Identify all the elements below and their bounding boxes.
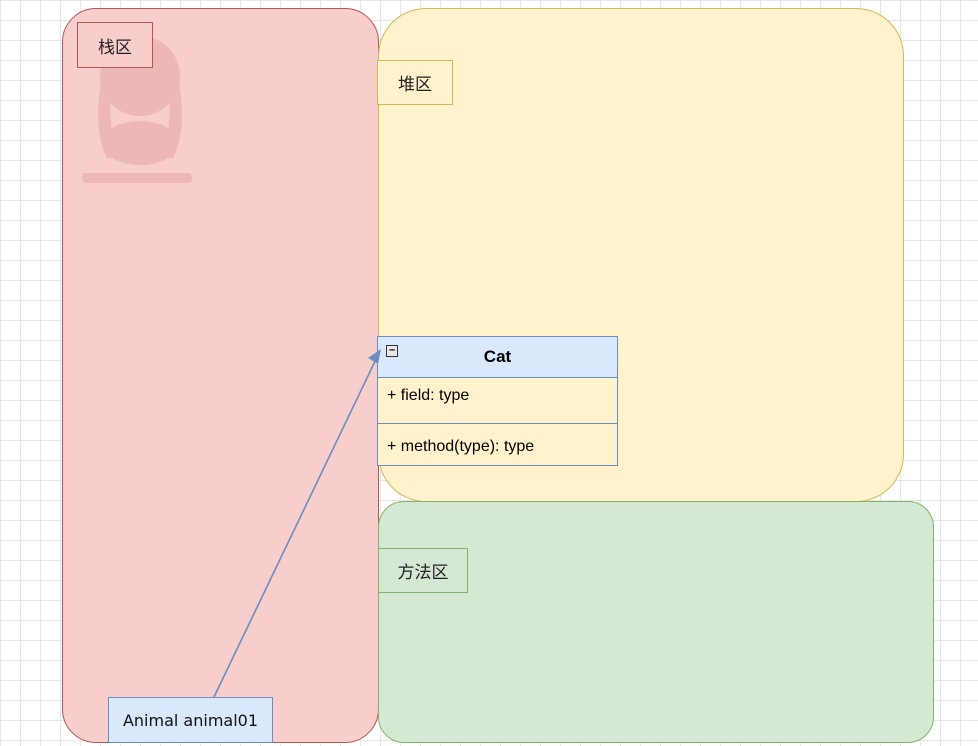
method-area-label[interactable]: 方法区 xyxy=(378,548,468,593)
class-field[interactable]: + field: type xyxy=(387,387,470,404)
heap-label[interactable]: 堆区 xyxy=(377,60,453,105)
cat-class-box[interactable]: − Cat + field: type + method(type): type xyxy=(377,336,618,466)
stack-label[interactable]: 栈区 xyxy=(77,22,153,68)
watermark-avatar-icon xyxy=(82,36,192,183)
variable-box[interactable]: Animal animal01 xyxy=(108,697,273,743)
class-name: Cat xyxy=(483,347,512,366)
method-area-region[interactable] xyxy=(378,501,934,743)
class-divider xyxy=(378,423,617,424)
collapse-icon[interactable]: − xyxy=(386,345,398,357)
class-method[interactable]: + method(type): type xyxy=(387,438,535,455)
class-header[interactable]: − Cat xyxy=(378,337,617,378)
